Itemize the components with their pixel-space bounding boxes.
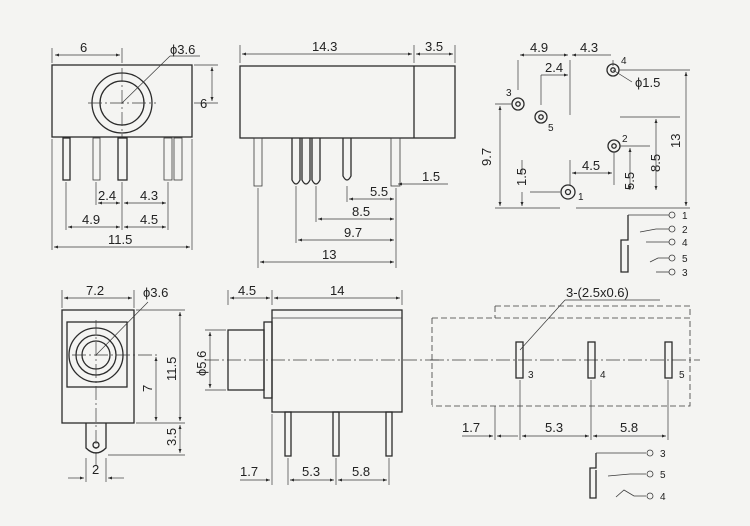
sch-top-label-3: 3	[682, 268, 688, 279]
dim-14-side: 14	[330, 283, 344, 298]
pcb-dim-4-3: 4.3	[580, 40, 598, 55]
pcb-dim-4-5: 4.5	[582, 158, 600, 173]
dim-hole-bottom: ϕ3.6	[143, 285, 168, 300]
front-view-bottom: 7.2 ϕ3.6 11.5 7 3.5 2	[61, 283, 185, 482]
pcb-pin-1: 1	[578, 192, 584, 203]
bottom-pin-4: 4	[600, 370, 606, 381]
dim-top-width: 6	[80, 40, 87, 55]
dim-13-side: 13	[322, 247, 336, 262]
dim-9-7-side: 9.7	[344, 225, 362, 240]
sch-top-label-2: 2	[682, 225, 688, 236]
dim-5-3-side: 5.3	[302, 464, 320, 479]
dim-7-2: 7.2	[86, 283, 104, 298]
pcb-hole-dim: ϕ1.5	[635, 75, 660, 90]
schematic-bottom: 3 5 4	[589, 449, 666, 503]
dim-3-5: 3.5	[425, 39, 443, 54]
dim-11-5: 11.5	[108, 232, 132, 247]
pcb-dim-1-5: 1.5	[514, 168, 529, 186]
dim-1-7-side: 1.7	[240, 464, 258, 479]
sch-top-label-1: 1	[682, 211, 688, 222]
dim-8-5-side: 8.5	[352, 204, 370, 219]
sch-top-label-5: 5	[682, 254, 688, 265]
sch-bottom-label-5: 5	[660, 470, 666, 481]
pcb-pin-2: 2	[622, 134, 628, 145]
dim-5-6-side: ϕ5.6	[194, 351, 209, 376]
dim-14-3: 14.3	[312, 39, 337, 54]
pcb-pin-5: 5	[548, 123, 554, 134]
dim-5-8-side: 5.8	[352, 464, 370, 479]
dim-3-5-bottom: 3.5	[164, 428, 179, 446]
sch-top-label-4: 4	[682, 238, 688, 249]
dim-5-5-side: 5.5	[370, 184, 388, 199]
pcb-pin-4: 4	[621, 56, 627, 67]
pcb-dim-5-5: 5.5	[622, 172, 637, 190]
dim-height: 6	[200, 96, 207, 111]
slot-label: 3-(2.5x0.6)	[566, 285, 629, 300]
pcb-layout-bottom: 3 4 5 3-(2.5x0.6) 1.7 5.3 5.8	[430, 285, 700, 440]
schematic-top: 1 2 4 5 3	[620, 211, 688, 279]
pcb-pin-3: 3	[506, 88, 512, 99]
pcb-layout-top: 4.9 4.3 2.4 4 ϕ1.5 3 5 2 1 9.7 1.5	[479, 40, 690, 209]
dim-2-bottom: 2	[92, 462, 99, 477]
dim-7-bottom: 7	[140, 385, 155, 392]
pcb-dim-4-9: 4.9	[530, 40, 548, 55]
dim-hole-diameter: ϕ3.6	[170, 42, 195, 57]
dim-4-3: 4.3	[140, 188, 158, 203]
bottom-pin-5: 5	[679, 370, 685, 381]
pcb-dim-8-5: 8.5	[648, 154, 663, 172]
pcb-dim-9-7: 9.7	[479, 148, 494, 166]
dim-4-9: 4.9	[82, 212, 100, 227]
pcb-dim-13: 13	[668, 134, 683, 148]
pcb-bottom-5-3: 5.3	[545, 420, 563, 435]
side-view-top: 14.3 3.5 1.5 5.5 8.5 9.7 13	[239, 39, 456, 268]
pcb-bottom-1-7: 1.7	[462, 420, 480, 435]
sch-bottom-label-3: 3	[660, 449, 666, 460]
sch-bottom-label-4: 4	[660, 492, 666, 503]
pcb-bottom-5-8: 5.8	[620, 420, 638, 435]
side-view-bottom: 4.5 14 ϕ5.6 1.7 5.3 5.8	[194, 283, 440, 485]
dim-4-5: 4.5	[140, 212, 158, 227]
bottom-pin-3: 3	[528, 370, 534, 381]
dim-1-5-side: 1.5	[422, 169, 440, 184]
dim-4-5-side: 4.5	[238, 283, 256, 298]
front-view-top: 6 ϕ3.6 6 2.4 4.3 4.9 4.5 11.5	[51, 40, 218, 250]
dim-2-4: 2.4	[98, 188, 116, 203]
dim-11-5-bottom: 11.5	[164, 357, 179, 381]
pcb-dim-2-4: 2.4	[545, 60, 563, 75]
